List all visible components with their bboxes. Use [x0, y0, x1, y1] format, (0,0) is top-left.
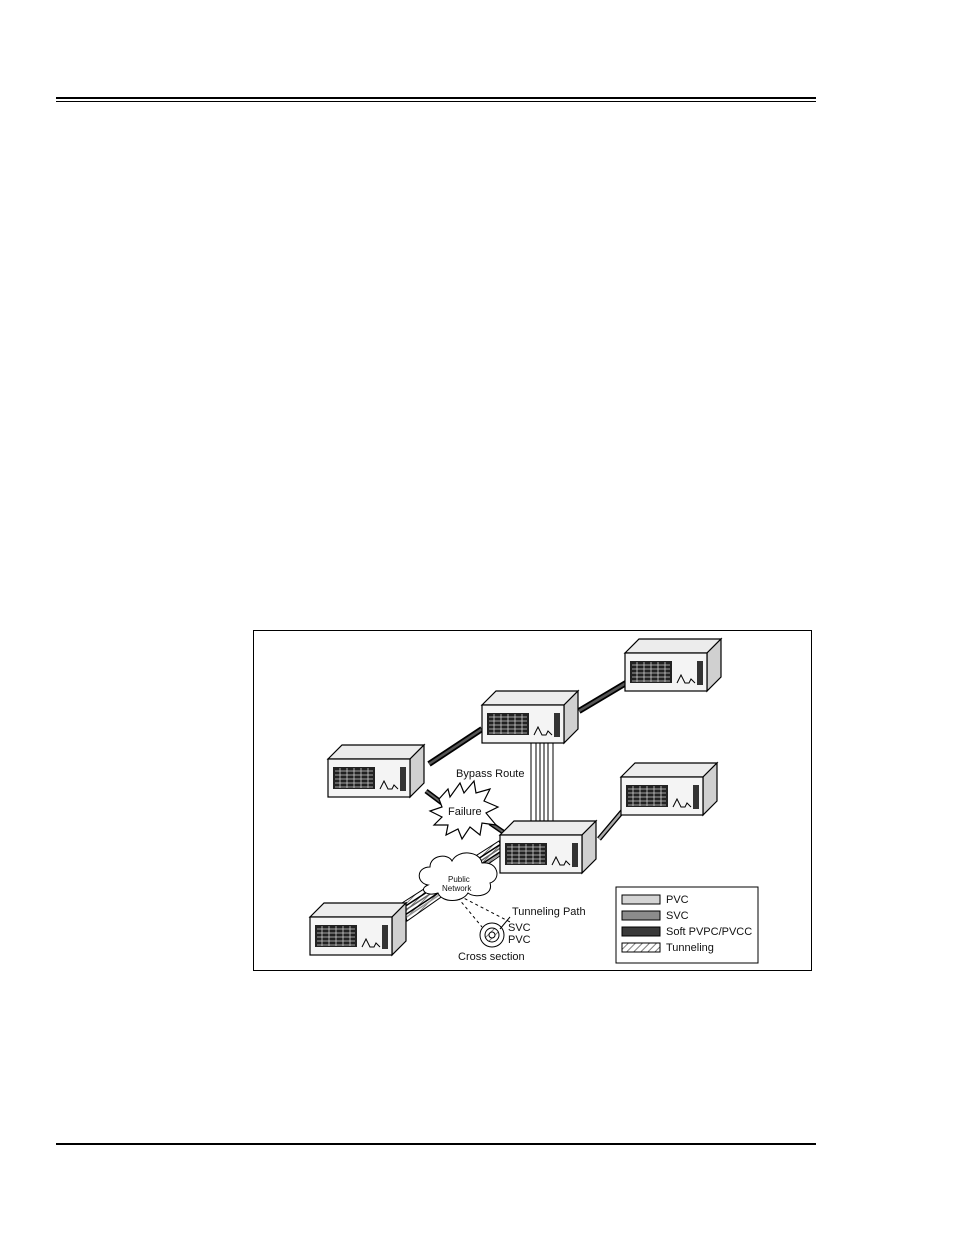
switch-center-top	[481, 690, 579, 744]
network-diagram-figure: Failure Bypass Route Public Network Tunn…	[253, 630, 812, 971]
tunneling-path-label: Tunneling Path	[512, 906, 586, 918]
link-left-centertop	[427, 726, 484, 767]
public-network-cloud-icon	[418, 852, 498, 901]
legend-label-tunneling: Tunneling	[666, 942, 714, 954]
switch-center-bottom	[499, 820, 597, 874]
footer-rule	[56, 1143, 816, 1145]
pvc-label: PVC	[508, 934, 531, 946]
legend-swatch-tunneling	[621, 942, 661, 953]
switch-top-right	[624, 638, 722, 692]
legend-label-soft-pvpc: Soft PVPC/PVCC	[666, 926, 752, 938]
bypass-trunk	[530, 738, 554, 825]
network-diagram: Failure Bypass Route Public Network Tunn…	[309, 638, 759, 964]
legend: PVC SVC Soft PVPC/PVCC Tunneling	[615, 886, 759, 964]
legend-swatch-pvc	[621, 894, 661, 905]
header-rule-thin	[56, 101, 816, 102]
legend-label-pvc: PVC	[666, 894, 689, 906]
legend-swatch-svc	[621, 910, 661, 921]
cross-section-icon	[479, 916, 511, 948]
switch-left	[327, 744, 425, 798]
svc-label: SVC	[508, 922, 531, 934]
link-centertop-topright	[577, 680, 628, 714]
public-network-label-1: Public	[448, 875, 470, 884]
failure-burst-icon	[428, 779, 500, 841]
bypass-route-label: Bypass Route	[456, 768, 524, 780]
legend-swatch-soft-pvpc	[621, 926, 661, 937]
switch-right	[620, 762, 718, 816]
switch-bottom-left	[309, 902, 407, 956]
cross-section-label: Cross section	[458, 951, 525, 963]
public-network-label-2: Network	[442, 884, 472, 893]
header-rule-thick	[56, 97, 816, 99]
failure-label: Failure	[448, 806, 482, 818]
legend-label-svc: SVC	[666, 910, 689, 922]
